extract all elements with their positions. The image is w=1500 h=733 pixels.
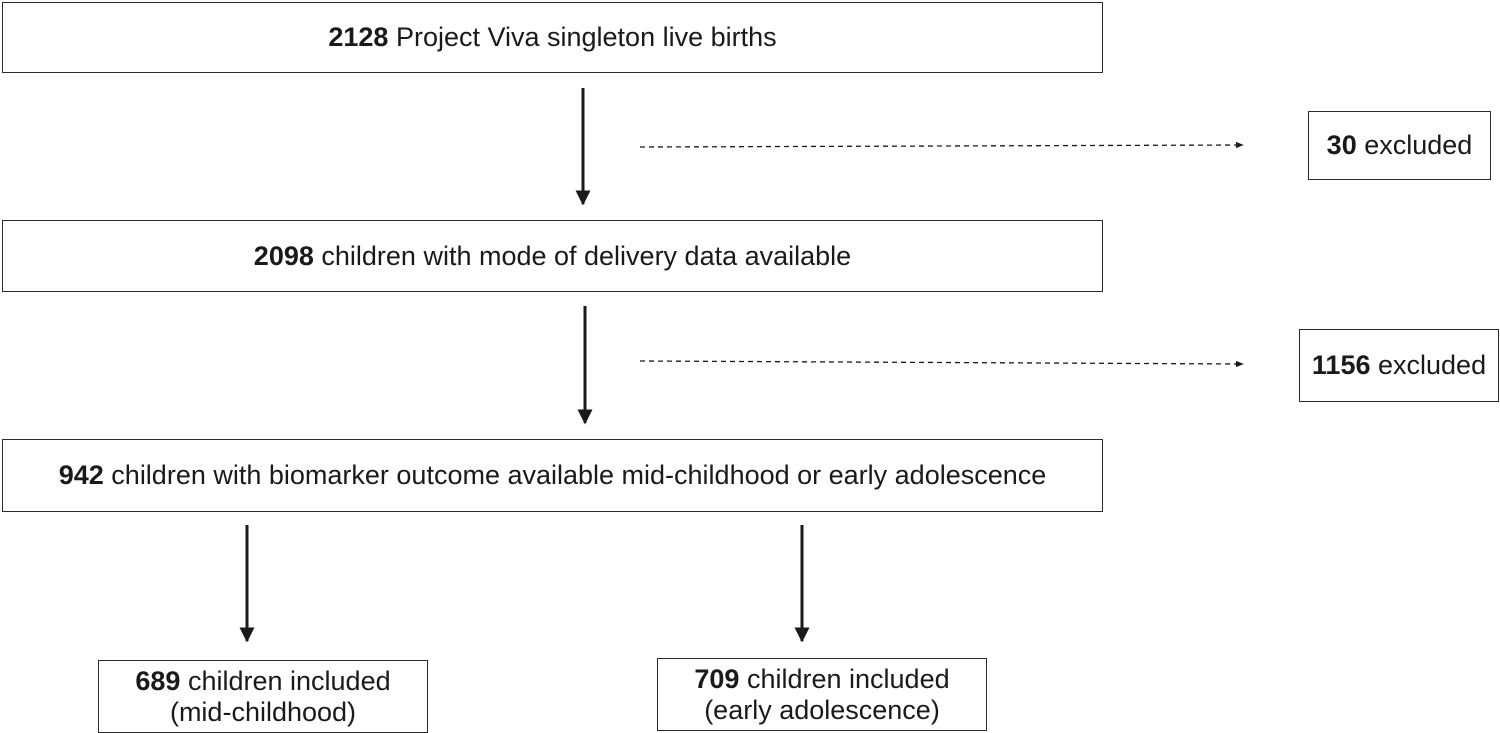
mid-childhood-text: children included: [187, 666, 391, 697]
dashed-arrow-excluded-2: [639, 360, 1244, 368]
mid-childhood-box: 689 children included (mid-childhood): [98, 660, 428, 733]
mid-childhood-count: 689: [135, 666, 181, 697]
births-label: 2128 Project Viva singleton live births: [328, 22, 776, 52]
delivery-text: children with mode of delivery data avai…: [321, 240, 852, 271]
biomarker-text: children with biomarker outcome availabl…: [111, 460, 1047, 491]
early-adolescence-label: 709 children included (early adolescence…: [694, 664, 949, 724]
excluded-1-box: 30 excluded: [1308, 111, 1491, 180]
excluded-2-count: 1156: [1311, 350, 1371, 381]
excluded-1-count: 30: [1326, 130, 1357, 161]
early-adolescence-count: 709: [694, 664, 740, 695]
excluded-2-box: 1156 excluded: [1299, 329, 1499, 402]
early-adolescence-text: children included: [746, 664, 950, 695]
births-count: 2128: [328, 22, 389, 53]
excluded-1-label: 30 excluded: [1327, 130, 1473, 160]
dashed-arrow-excluded-1: [639, 141, 1244, 149]
excluded-2-text: excluded: [1378, 350, 1487, 381]
births-box: 2128 Project Viva singleton live births: [2, 2, 1103, 73]
excluded-2-label: 1156 excluded: [1312, 350, 1486, 380]
delivery-label: 2098 children with mode of delivery data…: [254, 241, 851, 271]
delivery-count: 2098: [253, 240, 314, 271]
biomarker-label: 942 children with biomarker outcome avai…: [59, 460, 1047, 490]
mid-childhood-subtext: (mid-childhood): [169, 696, 357, 727]
biomarker-box: 942 children with biomarker outcome avai…: [2, 439, 1103, 512]
births-text: Project Viva singleton live births: [395, 22, 777, 53]
excluded-1-text: excluded: [1364, 130, 1473, 161]
delivery-box: 2098 children with mode of delivery data…: [2, 220, 1103, 292]
mid-childhood-label: 689 children included (mid-childhood): [135, 666, 390, 726]
early-adolescence-box: 709 children included (early adolescence…: [657, 658, 987, 731]
biomarker-count: 942: [58, 460, 104, 491]
early-adolescence-subtext: (early adolescence): [704, 694, 940, 725]
